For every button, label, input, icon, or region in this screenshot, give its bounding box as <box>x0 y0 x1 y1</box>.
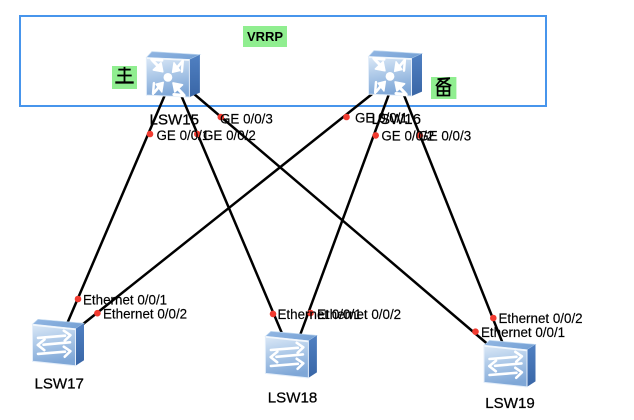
svg-text:Ethernet 0/0/1: Ethernet 0/0/1 <box>481 325 565 340</box>
svg-text:GE 0/0/3: GE 0/0/3 <box>418 129 471 144</box>
svg-text:LSW16: LSW16 <box>372 111 422 128</box>
svg-text:GE 0/0/2: GE 0/0/2 <box>381 129 434 144</box>
svg-text:LSW17: LSW17 <box>34 375 84 392</box>
svg-text:GE 0/0/1: GE 0/0/1 <box>157 128 210 143</box>
svg-text:Ethernet 0/0/1: Ethernet 0/0/1 <box>83 293 167 308</box>
svg-text:Ethernet 0/0/2: Ethernet 0/0/2 <box>103 307 187 322</box>
svg-text:LSW19: LSW19 <box>485 395 535 412</box>
svg-text:Ethernet 0/0/2: Ethernet 0/0/2 <box>317 307 401 322</box>
svg-text:Ethernet 0/0/1: Ethernet 0/0/1 <box>278 307 362 322</box>
svg-text:Ethernet 0/0/2: Ethernet 0/0/2 <box>499 311 583 326</box>
svg-text:VRRP: VRRP <box>247 29 283 44</box>
svg-text:GE 0/0/2: GE 0/0/2 <box>203 128 256 143</box>
svg-text:LSW18: LSW18 <box>268 390 318 407</box>
svg-text:GE 0/0/1: GE 0/0/1 <box>355 111 408 126</box>
svg-text:GE 0/0/3: GE 0/0/3 <box>220 112 273 127</box>
svg-text:LSW15: LSW15 <box>150 111 200 128</box>
